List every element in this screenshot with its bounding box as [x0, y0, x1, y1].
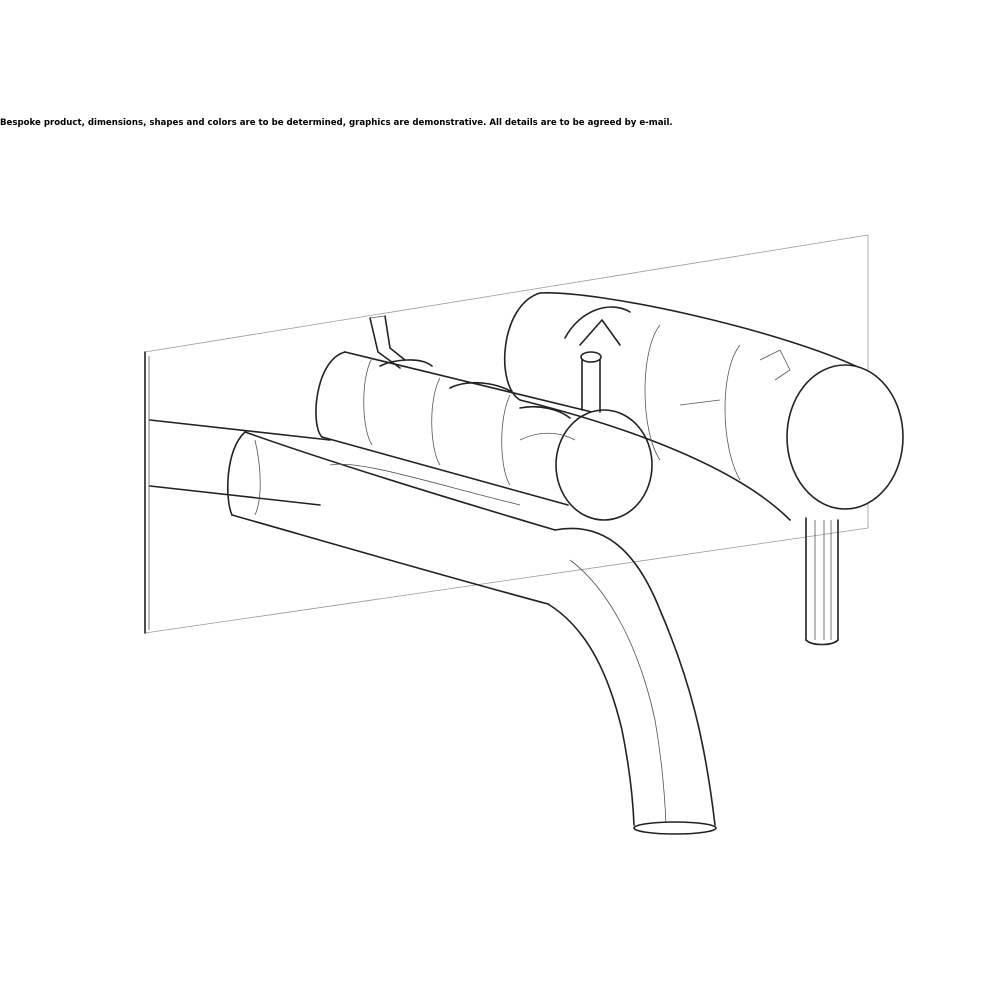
wall-plate — [144, 234, 869, 634]
right-mixer-body — [503, 292, 904, 521]
spout-outlet — [633, 821, 717, 835]
right-handle-cap — [786, 364, 904, 510]
left-mixer-body — [315, 351, 653, 521]
left-handle-cap — [555, 409, 653, 521]
right-handle-lever — [805, 517, 839, 646]
diverter-pin — [580, 351, 602, 413]
spout — [149, 419, 717, 835]
disclaimer-text: Bespoke product, dimensions, shapes and … — [0, 118, 673, 128]
left-lever — [369, 315, 406, 369]
